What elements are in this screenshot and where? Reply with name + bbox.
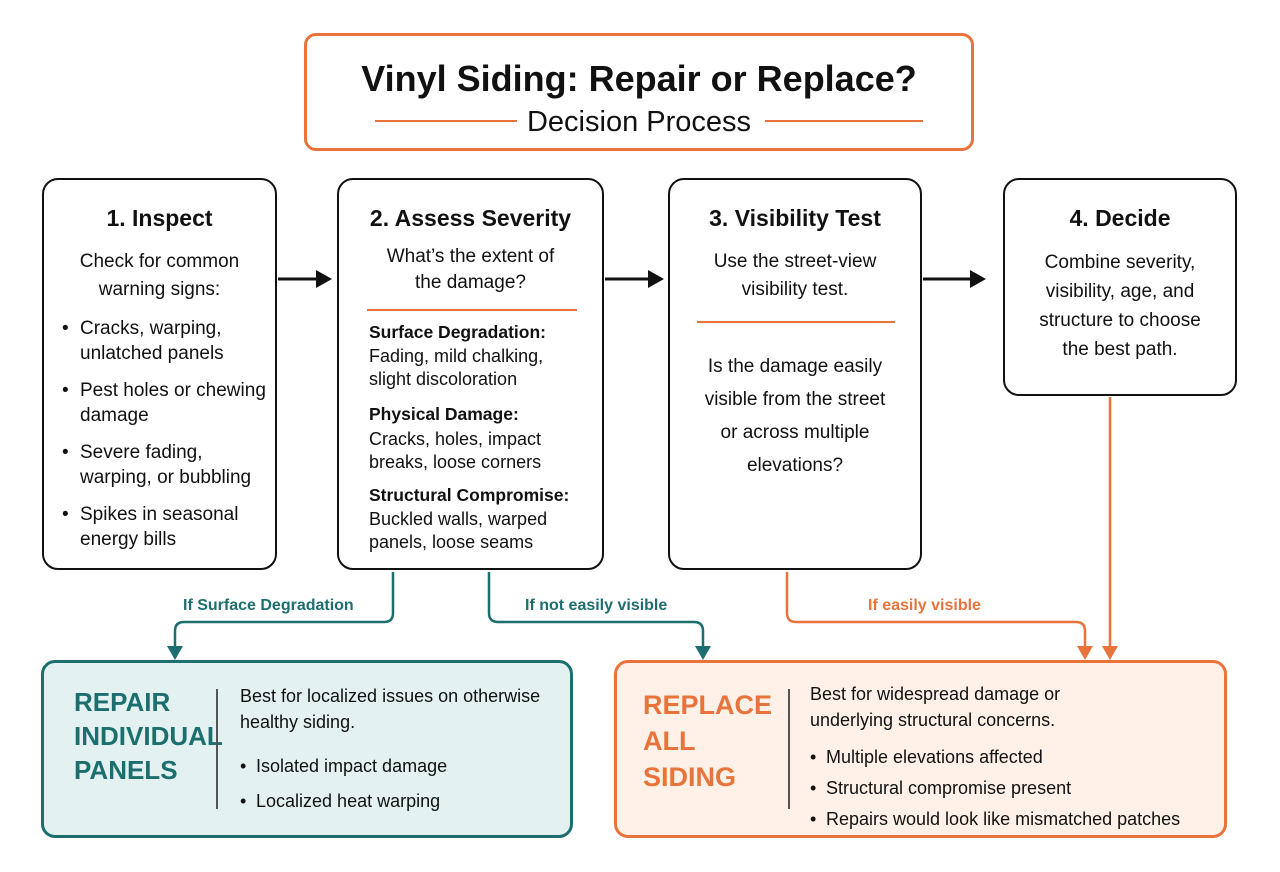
list-item: Isolated impact damage [240,749,447,784]
outcome-replace: REPLACE ALL SIDING Best for widespread d… [614,660,1227,838]
label-if-surface-degradation: If Surface Degradation [183,597,354,614]
list-item: Multiple elevations affected [810,742,1180,773]
step-title: 3. Visibility Test [709,205,881,231]
severity-label-structural: Structural Compromise: [369,485,570,505]
arrow-decide-to-replace [1102,397,1118,660]
decide-text: Combine severity, visibility, age, and s… [1019,248,1221,364]
step-intro: What’s the extent of the damage? [353,244,588,296]
replace-description: Best for widespread damage or underlying… [810,681,1060,733]
list-item: Pest holes or chewing damage [62,378,267,428]
step-intro-line: the damage? [415,272,526,293]
arrow-visible-to-replace [785,572,1093,660]
step-inspect: 1. Inspect Check for common warning sign… [42,178,277,570]
diagram-title: Vinyl Siding: Repair or Replace? [361,58,917,99]
diagram-subtitle: Decision Process [526,106,752,138]
list-item: Spikes in seasonal energy bills [62,502,267,552]
repair-description: Best for localized issues on otherwise h… [240,683,540,735]
step-intro-line: warning signs: [98,279,221,300]
replace-divider [788,689,790,809]
repair-desc-line: Best for localized issues on otherwise [240,686,541,706]
replace-heading-line: REPLACE [643,690,773,720]
section-divider [697,321,895,323]
step-visibility-test: 3. Visibility Test Use the street-view v… [668,178,922,570]
step-intro-line: Use the street-view [713,251,877,272]
step-intro-line: What’s the extent of [386,246,555,267]
subtitle-rule-left [375,120,517,122]
arrow-assess-to-visibility [605,270,664,288]
replace-heading: REPLACE ALL SIDING [643,687,772,795]
list-item: Severe fading, warping, or bubbling [62,440,267,490]
repair-heading: REPAIR INDIVIDUAL PANELS [74,685,223,787]
replace-heading-line: ALL [643,726,696,756]
step-intro: Use the street-view visibility test. [684,248,906,304]
severity-desc-line: Buckled walls, warped [369,509,548,529]
inspect-bullet-list: Cracks, warping, unlatched panels Pest h… [62,316,267,564]
step-assess-severity: 2. Assess Severity What’s the extent of … [337,178,604,570]
repair-heading-line: REPAIR [74,687,171,717]
arrow-visibility-to-decide [923,270,986,288]
step-intro: Check for common warning signs: [58,248,261,304]
replace-desc-line: Best for widespread damage or [810,684,1061,704]
decide-line: visibility, age, and [1045,281,1195,302]
question-line: elevations? [746,455,844,476]
severity-desc-surface: Fading, mild chalking, slight discolorat… [369,345,592,391]
severity-desc-line: Fading, mild chalking, [369,346,544,366]
arrow-surface-to-repair [167,572,395,660]
label-if-easily-visible: If easily visible [868,597,981,614]
step-title: 4. Decide [1069,205,1171,231]
repair-heading-line: INDIVIDUAL [74,721,223,751]
label-if-not-easily-visible: If not easily visible [525,597,668,614]
visibility-question: Is the damage easily visible from the st… [684,350,906,482]
severity-label-physical: Physical Damage: [369,404,519,424]
severity-desc-line: breaks, loose corners [369,452,542,472]
severity-label-surface: Surface Degradation: [369,322,546,342]
arrow-inspect-to-assess [278,270,332,288]
replace-heading-line: SIDING [643,762,737,792]
severity-desc-structural: Buckled walls, warped panels, loose seam… [369,508,592,554]
list-item: Repairs would look like mismatched patch… [810,804,1180,835]
repair-divider [216,689,218,809]
list-item: Localized heat warping [240,784,447,819]
question-line: Is the damage easily [707,356,883,377]
step-intro-line: Check for common [79,251,240,272]
decide-line: structure to choose [1039,310,1201,331]
decide-line: the best path. [1062,339,1178,360]
step-title: 1. Inspect [106,205,213,231]
question-line: visible from the street [704,389,886,410]
severity-desc-physical: Cracks, holes, impact breaks, loose corn… [369,428,592,474]
repair-bullet-list: Isolated impact damage Localized heat wa… [240,749,447,819]
title-box: Vinyl Siding: Repair or Replace? Decisio… [304,33,974,151]
severity-desc-line: Cracks, holes, impact [369,429,542,449]
repair-heading-line: PANELS [74,755,178,785]
list-item: Structural compromise present [810,773,1180,804]
severity-desc-line: panels, loose seams [369,532,534,552]
step-title: 2. Assess Severity [369,205,572,231]
arrow-not-visible-to-repair [487,572,711,660]
list-item: Cracks, warping, unlatched panels [62,316,267,366]
repair-desc-line: healthy siding. [240,712,356,732]
step-intro-line: visibility test. [741,279,849,300]
question-line: or across multiple [720,422,870,443]
step-decide: 4. Decide Combine severity, visibility, … [1003,178,1237,396]
outcome-repair: REPAIR INDIVIDUAL PANELS Best for locali… [41,660,573,838]
subtitle-rule-right [765,120,923,122]
section-divider [367,309,577,311]
replace-bullet-list: Multiple elevations affected Structural … [810,742,1180,835]
replace-desc-line: underlying structural concerns. [810,710,1056,730]
severity-desc-line: slight discoloration [369,369,518,389]
decide-line: Combine severity, [1044,252,1196,273]
